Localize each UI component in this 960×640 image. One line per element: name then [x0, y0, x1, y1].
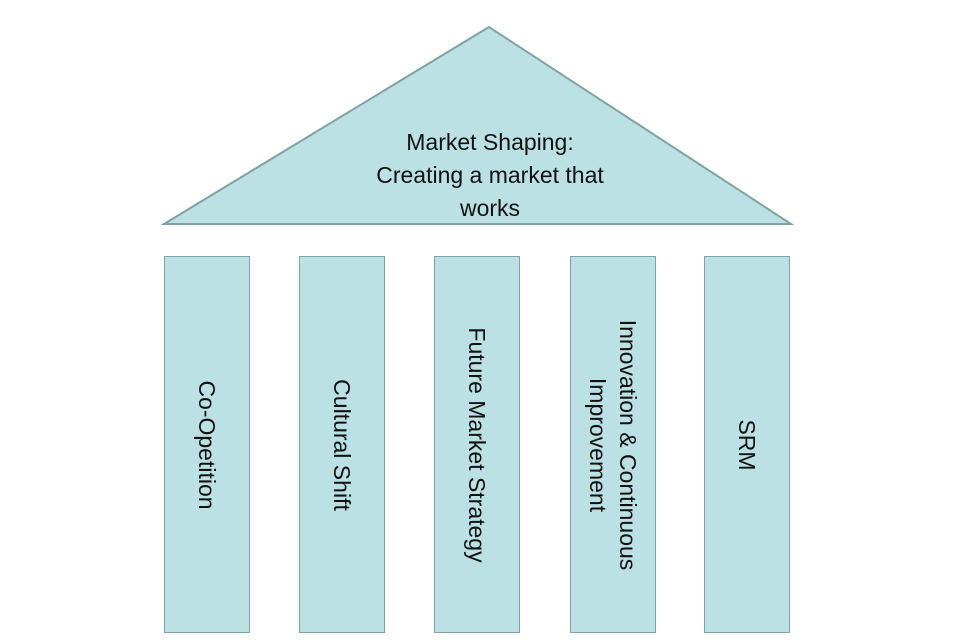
roof-triangle — [160, 25, 795, 225]
pillar-innovation-continuous-improvement: Innovation & Continuous Improvement — [570, 256, 656, 633]
pillar-label: Innovation & Continuous Improvement — [583, 319, 643, 570]
pillar-label: Co-Opetition — [194, 379, 220, 510]
roof-label-line-1: Market Shaping: — [406, 129, 574, 155]
roof-label-line-2: Creating a market that — [376, 162, 604, 188]
pillar-cultural-shift: Cultural Shift — [299, 256, 385, 633]
pillar-label-line-1: Innovation & Continuous — [615, 319, 641, 570]
pillar-co-opetition: Co-Opetition — [164, 256, 250, 633]
roof-label: Market Shaping: Creating a market that w… — [320, 126, 660, 225]
pillar-srm: SRM — [704, 256, 790, 633]
pillar-future-market-strategy: Future Market Strategy — [434, 256, 520, 633]
pillar-label: Cultural Shift — [329, 378, 355, 511]
pillar-label-line-2: Improvement — [585, 377, 611, 512]
roof-label-line-3: works — [459, 195, 521, 221]
pillar-label: SRM — [734, 418, 760, 471]
pillar-label: Future Market Strategy — [464, 326, 490, 563]
